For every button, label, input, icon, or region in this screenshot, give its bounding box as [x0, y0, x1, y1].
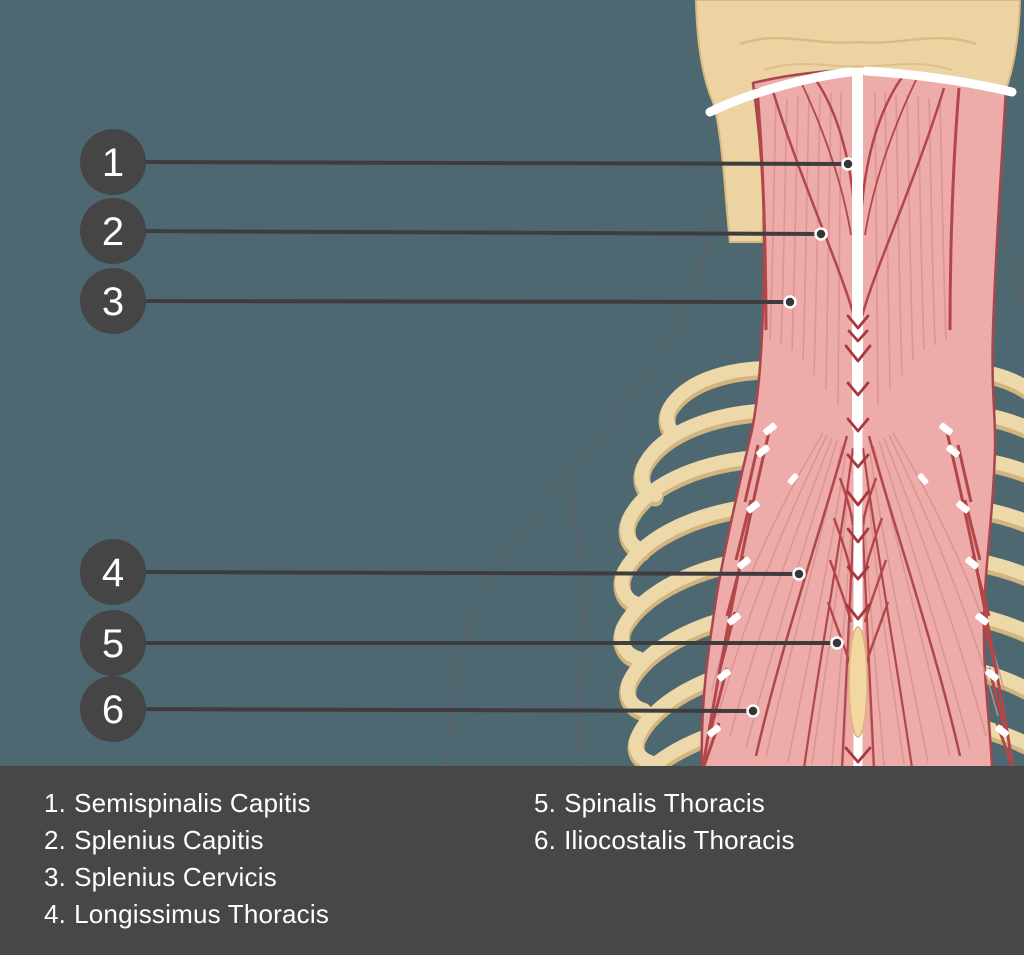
- callout-line-2: [112, 229, 822, 236]
- rib-attachment-tabs: [707, 422, 799, 738]
- callout-badge-number-6: 6: [102, 688, 124, 732]
- spinous-process-line: [853, 428, 863, 768]
- nuchal-ligament-band: [705, 66, 1017, 117]
- legend-item-number: 6.: [534, 825, 557, 855]
- legend-item-number: 4.: [44, 899, 67, 929]
- callouts: 1 2 3 4 5 6: [80, 129, 855, 742]
- callout-badge-number-5: 5: [102, 622, 124, 666]
- left-shoulder-outline: [446, 159, 734, 767]
- spine-midline: [844, 68, 872, 768]
- legend-item: 5.Spinalis Thoracis: [534, 785, 1024, 822]
- callout-line-6: [112, 707, 754, 713]
- legend-item-label: Semispinalis Capitis: [74, 788, 311, 818]
- callout-target-dot-4: [792, 567, 806, 581]
- right-shoulder-outline: [980, 159, 1024, 309]
- legend-item-label: Spinalis Thoracis: [564, 788, 765, 818]
- callout-badge-1: [80, 129, 146, 195]
- callout-target-dot-2: [814, 227, 828, 241]
- legend-item-label: Longissimus Thoracis: [74, 899, 330, 929]
- sacral-disc: [848, 626, 868, 738]
- callout-target-dot-6: [746, 704, 760, 718]
- spinous-chevrons: [844, 314, 872, 764]
- callout-badge-number-2: 2: [102, 210, 124, 254]
- nuchal-ligament: [852, 68, 863, 430]
- legend-item-number: 2.: [44, 825, 67, 855]
- legend-item-label: Splenius Cervicis: [74, 862, 277, 892]
- legend-item-number: 1.: [44, 788, 67, 818]
- legend-item: 4.Longissimus Thoracis: [44, 896, 534, 933]
- left-arm-outline: [561, 454, 584, 767]
- callout-badge-number-3: 3: [102, 280, 124, 324]
- callout-badge-4: [80, 539, 146, 605]
- legend-item-number: 5.: [534, 788, 557, 818]
- tendon-band-right: [861, 66, 1017, 97]
- callout-badge-3: [80, 268, 146, 334]
- nuchal-line-upper: [739, 36, 977, 46]
- legend-item-label: Splenius Capitis: [74, 825, 264, 855]
- callout-badge-5: [80, 610, 146, 676]
- legend-item-number: 3.: [44, 862, 67, 892]
- nuchal-line-lower: [763, 62, 953, 71]
- callout-target-dot-3: [783, 295, 797, 309]
- legend-item-label: Iliocostalis Thoracis: [564, 825, 795, 855]
- callout-badge-number-4: 4: [102, 551, 124, 595]
- callout-line-4: [112, 570, 800, 576]
- callout-target-dot-1: [841, 157, 855, 171]
- callout-target-dot-5: [830, 636, 844, 650]
- legend-item: 6.Iliocostalis Thoracis: [534, 822, 1024, 859]
- legend-item: 2.Splenius Capitis: [44, 822, 534, 859]
- legend-item: 3.Splenius Cervicis: [44, 859, 534, 896]
- callout-badge-2: [80, 198, 146, 264]
- callout-line-3: [112, 299, 791, 304]
- legend-item: 1.Semispinalis Capitis: [44, 785, 534, 822]
- tendon-band-left: [705, 67, 855, 117]
- callout-badge-6: [80, 676, 146, 742]
- callout-badge-number-1: 1: [102, 141, 124, 185]
- callout-line-1: [112, 160, 849, 166]
